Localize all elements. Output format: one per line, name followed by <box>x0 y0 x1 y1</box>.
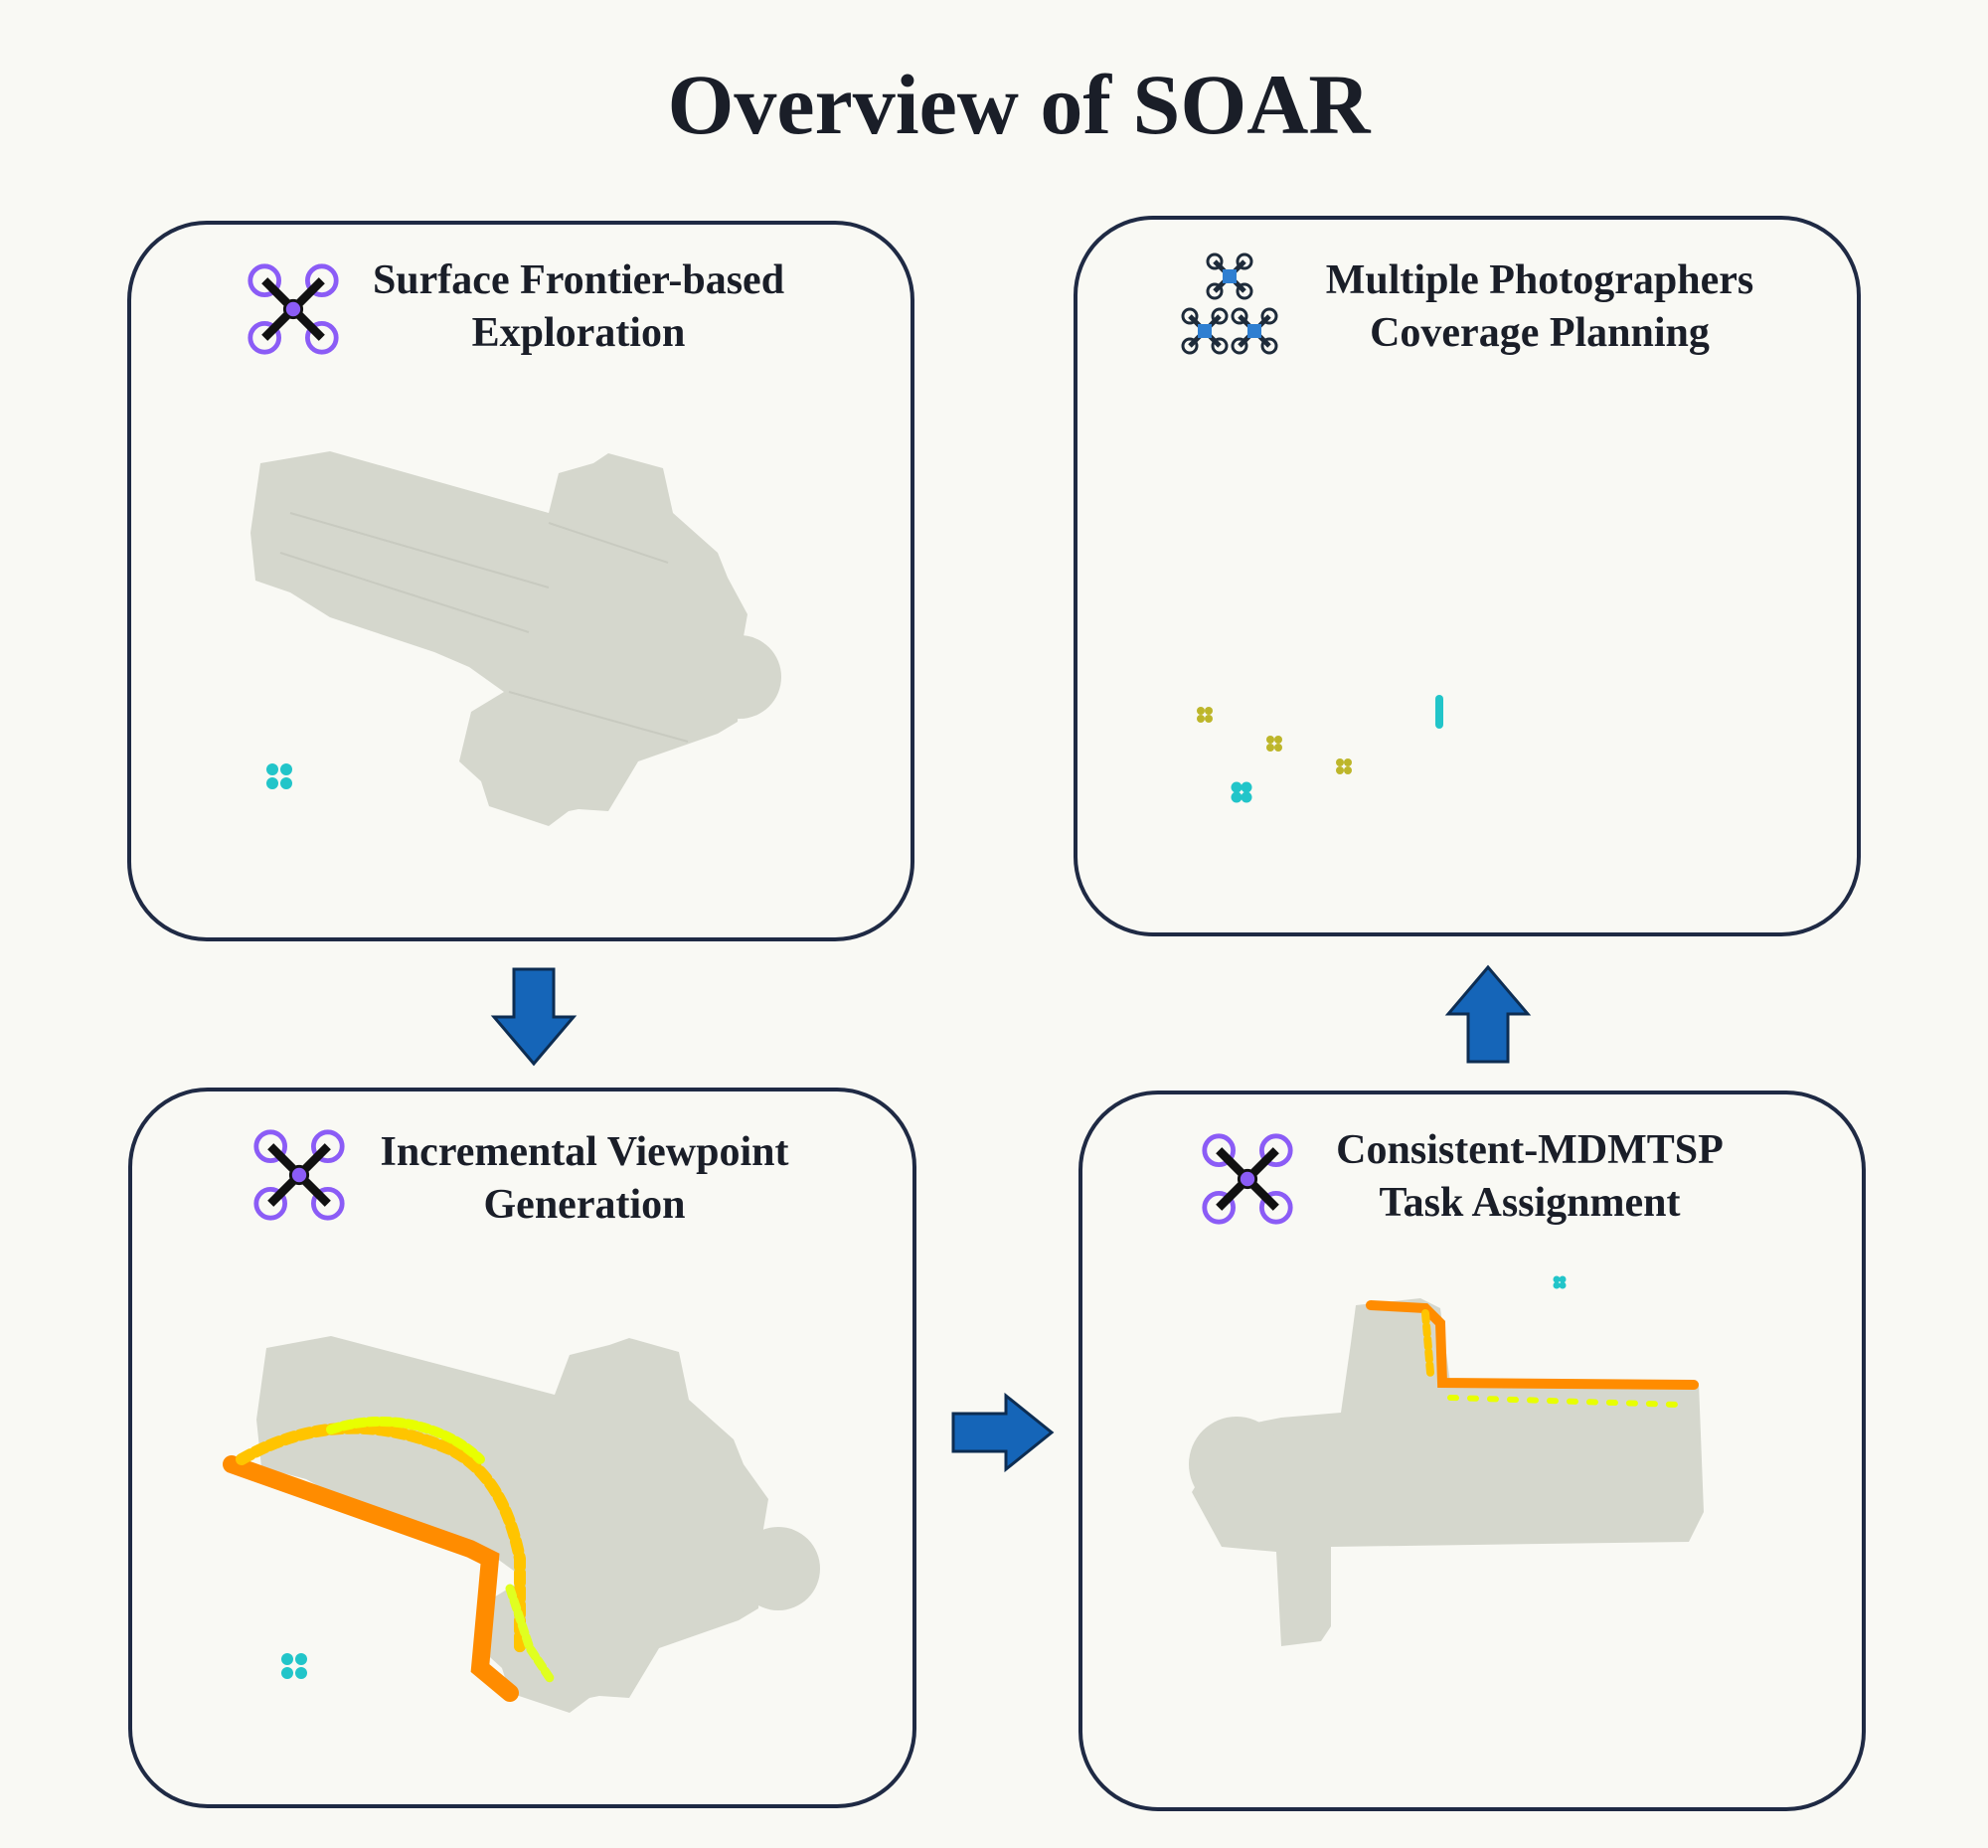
building-point-cloud <box>1189 1275 1704 1646</box>
panel-title: Multiple Photographers Coverage Planning <box>1325 257 1754 356</box>
panel-title: Incremental Viewpoint Generation <box>380 1129 789 1228</box>
panel-title: Consistent-MDMTSP Task Assignment <box>1336 1127 1724 1226</box>
panel-exploration: Surface Frontier-based Exploration <box>127 221 914 941</box>
uav-markers <box>1197 695 1443 803</box>
panel-title: Surface Frontier-based Exploration <box>372 257 785 356</box>
panel-coverage: Multiple Photographers Coverage Planning <box>1074 216 1861 936</box>
arrow-up-icon <box>1444 964 1532 1064</box>
building-point-cloud <box>250 451 781 826</box>
drone-icon <box>253 1129 345 1221</box>
page-title: Overview of SOAR <box>667 57 1371 152</box>
drone-icon <box>1202 1133 1293 1225</box>
building-point-cloud <box>223 1336 820 1713</box>
drone-icon <box>248 263 339 355</box>
uav-cyan <box>266 763 292 789</box>
arrow-right-icon <box>951 1392 1055 1473</box>
panel-viewpoint: Incremental Viewpoint Generation <box>128 1088 916 1808</box>
uav-cyan <box>281 1653 307 1679</box>
arrow-down-icon <box>490 967 578 1067</box>
panel-task-assignment: Consistent-MDMTSP Task Assignment <box>1078 1091 1866 1811</box>
drone-team-icon <box>1181 252 1278 355</box>
